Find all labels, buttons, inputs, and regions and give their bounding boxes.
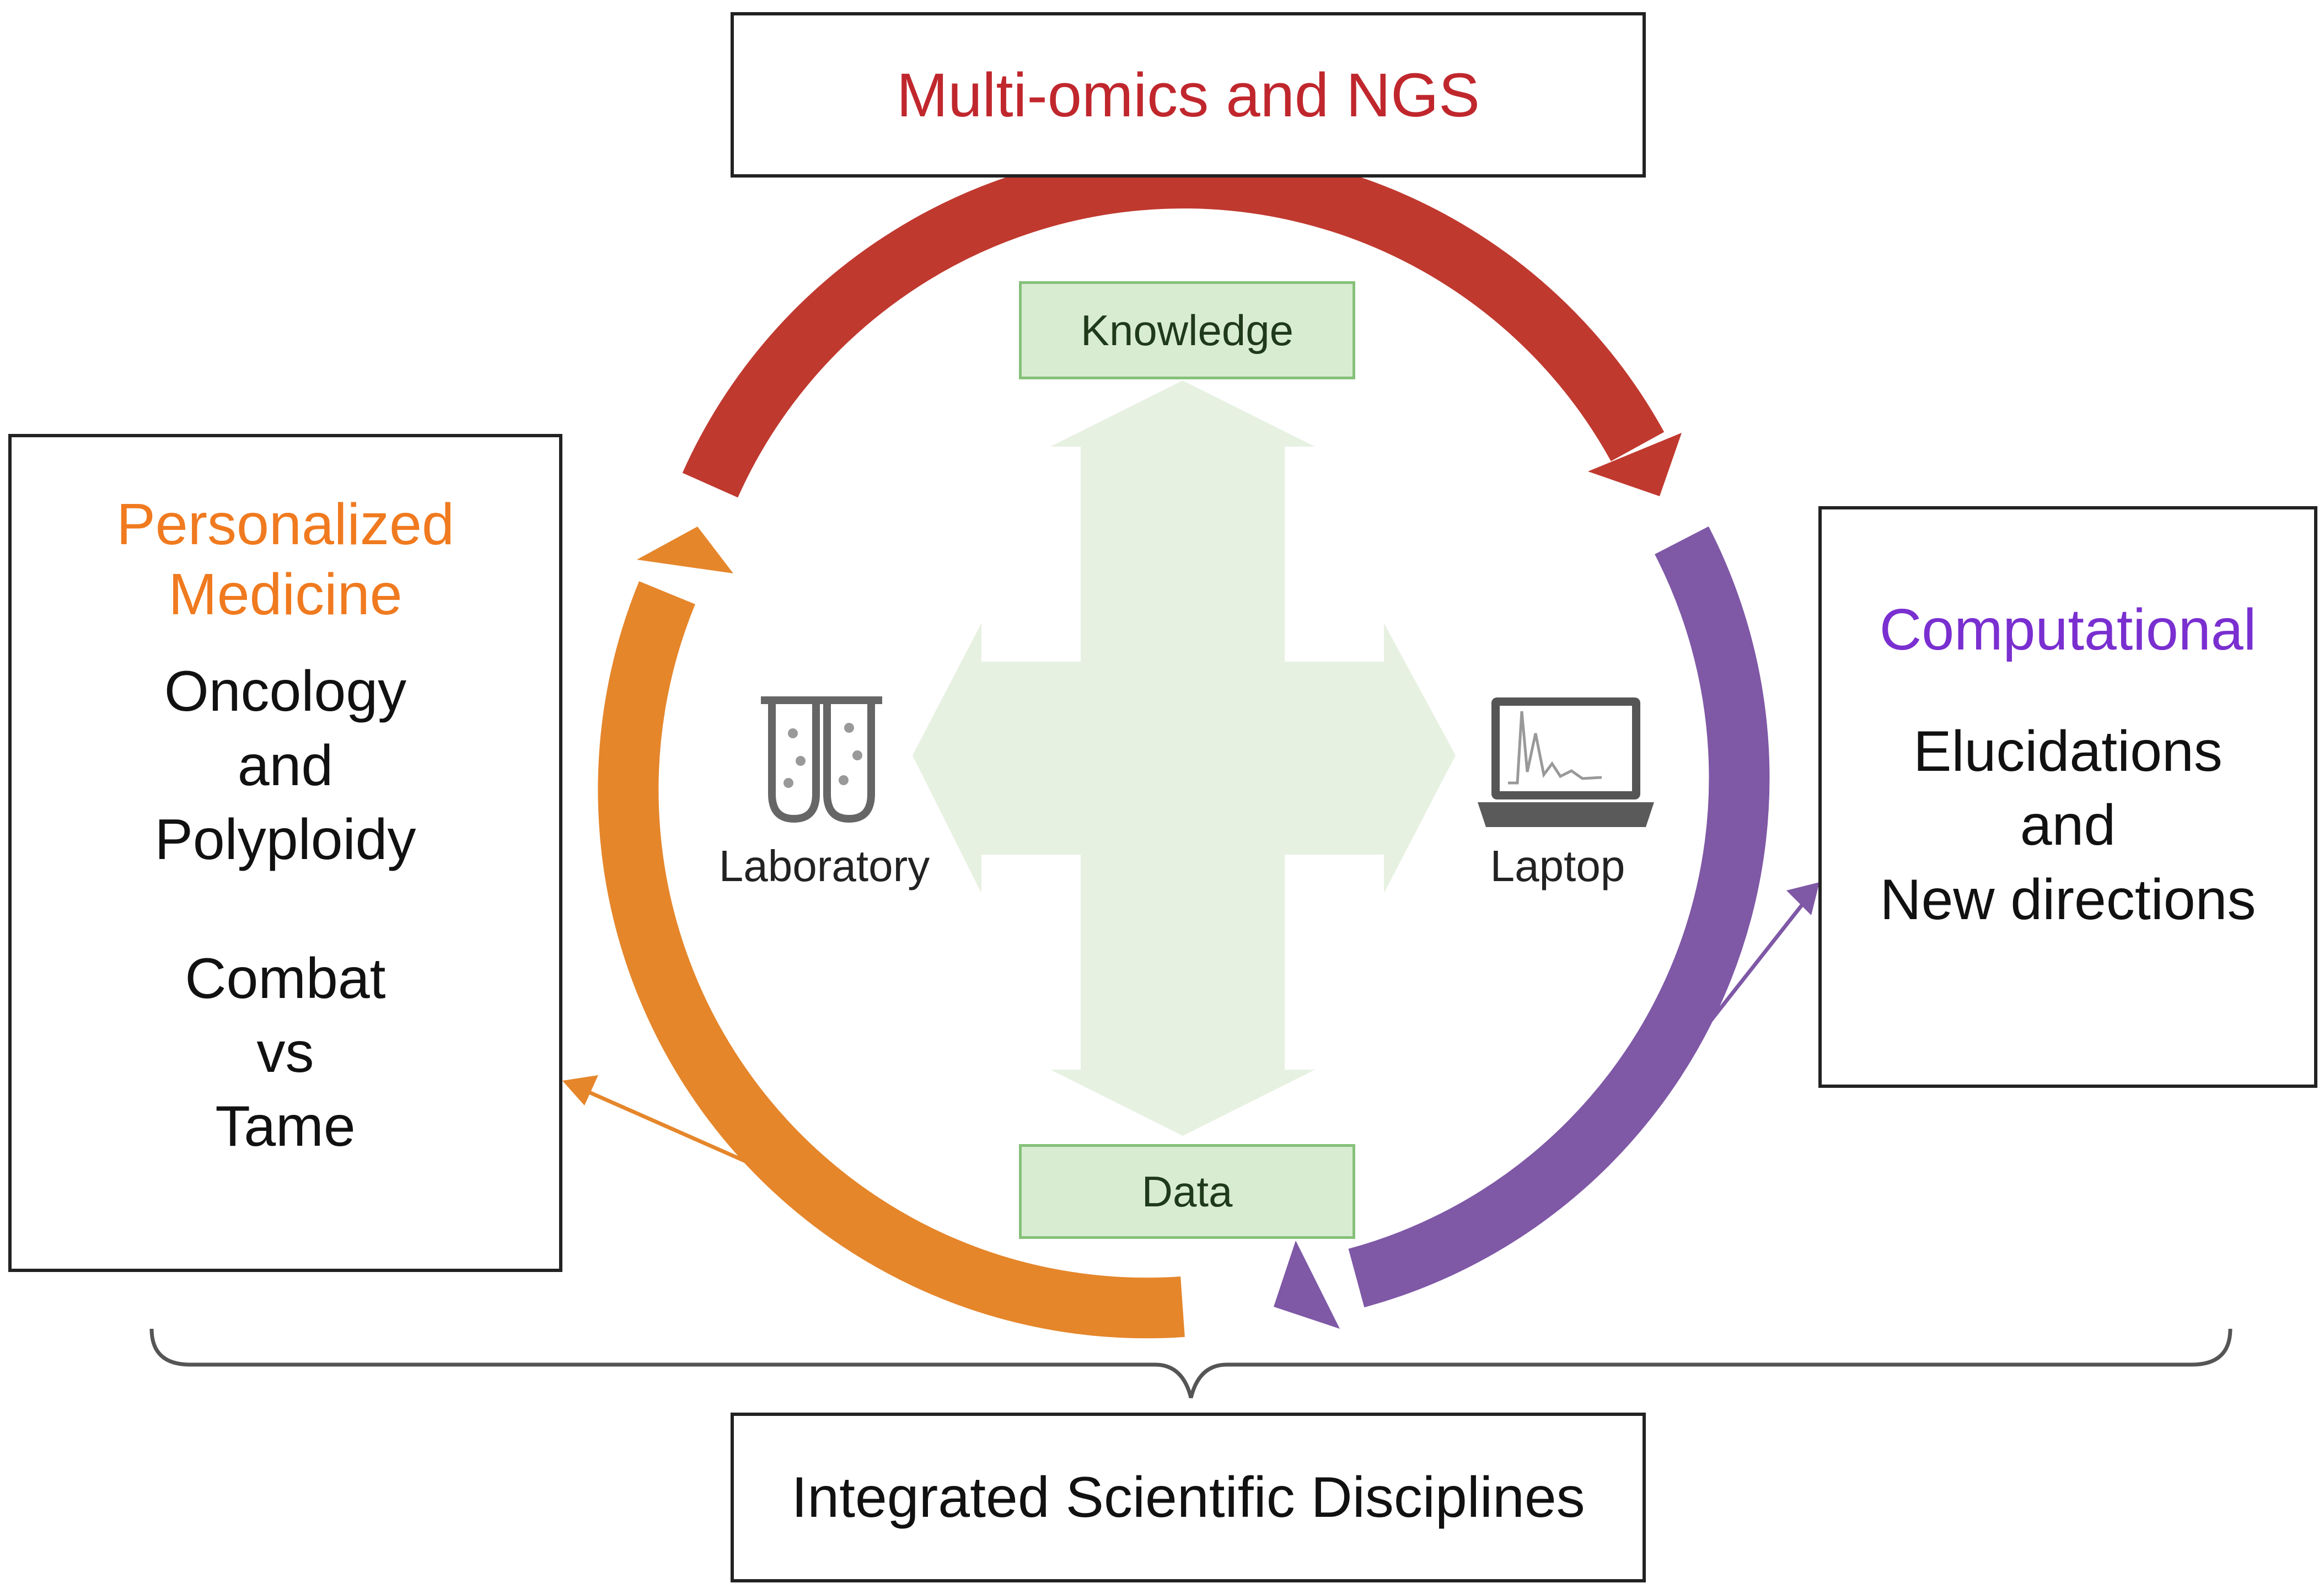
four-way-arrow — [913, 380, 1456, 1136]
oncology-text-line: Oncology — [164, 659, 407, 724]
test-tubes-icon — [761, 696, 882, 823]
red-arrowhead — [1588, 433, 1682, 496]
personalized-medicine-box: Personalized Medicine Oncology and Polyp… — [8, 434, 562, 1272]
oncology-text: Oncology and Polyploidy — [154, 654, 416, 876]
elucidations-text: Elucidations and New directions — [1880, 715, 2256, 936]
personalized-medicine-title-line: Personalized — [116, 492, 454, 557]
combat-text-line: Tame — [215, 1094, 356, 1159]
personalized-medicine-title-line: Medicine — [168, 562, 402, 627]
purple-arrowhead — [1274, 1241, 1340, 1329]
data-label: Data — [1019, 1144, 1355, 1239]
integrated-disciplines-box: Integrated Scientific Disciplines — [731, 1413, 1646, 1582]
integrated-disciplines-title: Integrated Scientific Disciplines — [791, 1465, 1585, 1529]
elucidations-text-line: and — [2020, 793, 2116, 858]
computational-box: Computational Elucidations and New direc… — [1818, 506, 2317, 1088]
laboratory-label: Laboratory — [718, 841, 930, 890]
combat-text-line: vs — [256, 1021, 314, 1085]
oncology-text-line: and — [237, 733, 334, 798]
orange-arrowhead — [637, 527, 733, 573]
multi-omics-title: Multi-omics and NGS — [896, 60, 1480, 130]
purple-connector-line — [1697, 892, 1813, 1038]
multi-omics-box: Multi-omics and NGS — [731, 12, 1646, 178]
elucidations-text-line: Elucidations — [1913, 720, 2223, 784]
computational-title: Computational — [1879, 597, 2257, 662]
red-cycle-arc — [682, 148, 1665, 498]
laptop-label: Laptop — [1490, 841, 1625, 890]
orange-connector-line — [581, 1087, 795, 1185]
personalized-medicine-title: Personalized Medicine — [116, 490, 454, 630]
bottom-brace — [149, 1328, 2232, 1398]
elucidations-text-line: New directions — [1880, 867, 2256, 932]
orange-connector-arrowhead — [562, 1075, 598, 1105]
oncology-text-line: Polyploidy — [154, 807, 416, 872]
laptop-icon — [1478, 697, 1654, 827]
combat-text: Combat vs Tame — [185, 942, 385, 1163]
knowledge-label: Knowledge — [1019, 281, 1355, 379]
purple-cycle-arc — [1348, 526, 1770, 1308]
combat-text-line: Combat — [185, 946, 386, 1011]
orange-cycle-arc — [598, 581, 1185, 1339]
purple-connector-arrowhead — [1786, 882, 1820, 915]
